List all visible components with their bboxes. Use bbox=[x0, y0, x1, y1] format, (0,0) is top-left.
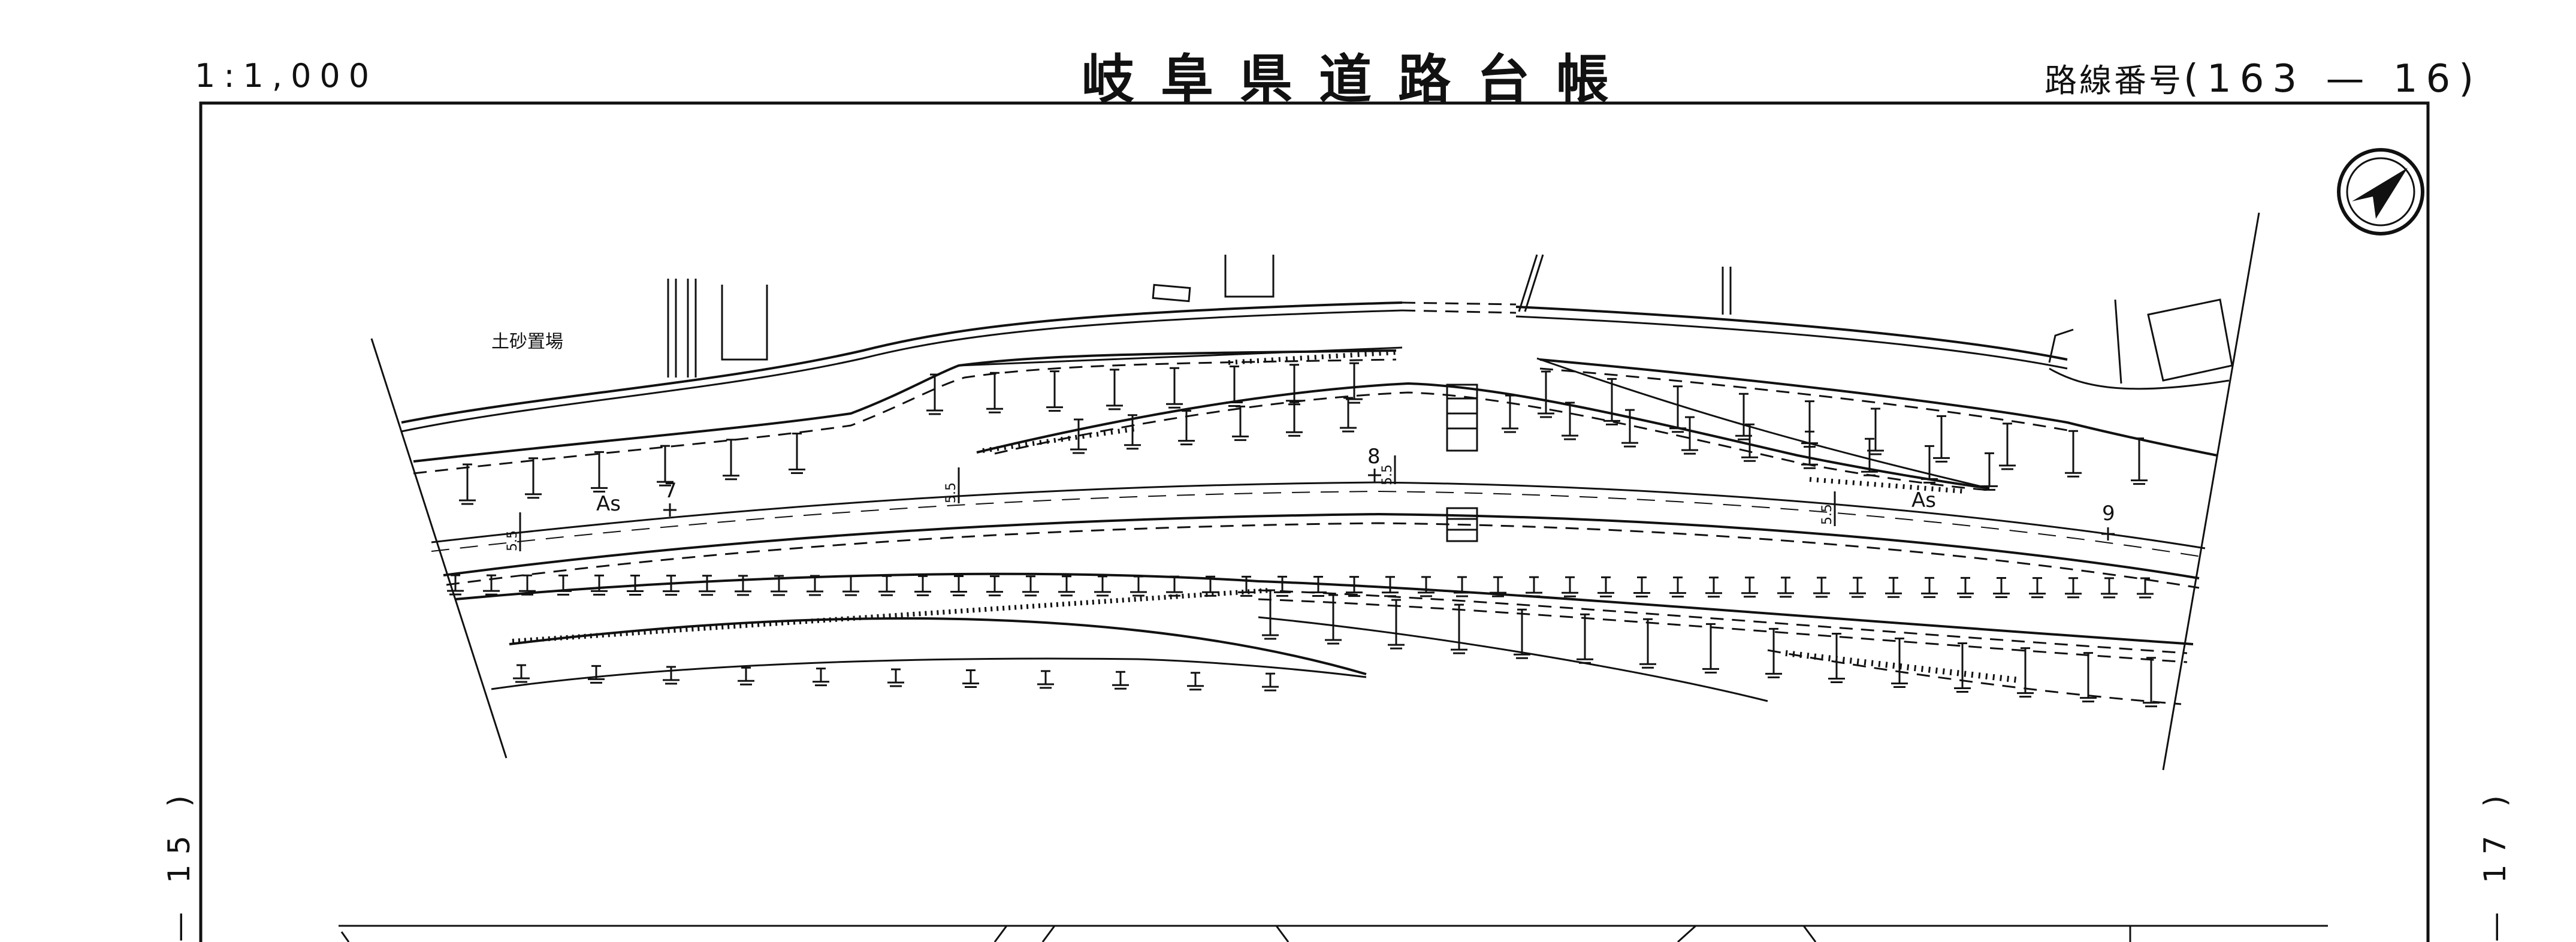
north-arrow-icon bbox=[2337, 148, 2424, 236]
station-number-8: 8 bbox=[1367, 445, 1381, 469]
sheet-frame bbox=[199, 101, 2430, 942]
route-number-block: 路線番号(163 — 16) bbox=[2045, 54, 2482, 114]
drainage-symbols bbox=[447, 362, 2160, 708]
station-marks bbox=[663, 469, 2115, 541]
station-number-9: 9 bbox=[2102, 502, 2115, 526]
route-number-value: 163 — 16 bbox=[2206, 57, 2459, 101]
width-dimension-marks bbox=[519, 455, 1836, 551]
roadside-structures bbox=[667, 254, 2233, 390]
lower-table-edge bbox=[339, 925, 2328, 942]
map-boundary bbox=[370, 212, 2260, 771]
road-edges bbox=[401, 301, 2218, 705]
route-number-open: ( bbox=[2184, 57, 2207, 101]
station-number-7: 7 bbox=[664, 479, 677, 503]
width-label-1: 5.5 bbox=[505, 530, 520, 551]
scale-label: 1:1,000 bbox=[195, 57, 378, 95]
route-number-close: ) bbox=[2459, 57, 2483, 101]
slope-hatching bbox=[512, 350, 2020, 683]
width-label-2: 5.5 bbox=[944, 482, 959, 503]
route-number-label: 路線番号 bbox=[2045, 62, 2184, 99]
width-label-3: 5.5 bbox=[1380, 464, 1395, 485]
pavement-label-1: As bbox=[596, 492, 621, 516]
width-label-4: 5.5 bbox=[1820, 504, 1835, 525]
culvert-structures bbox=[1446, 384, 1478, 542]
place-label: 土砂置場 bbox=[491, 331, 563, 352]
pavement-label-2: As bbox=[1911, 488, 1936, 512]
